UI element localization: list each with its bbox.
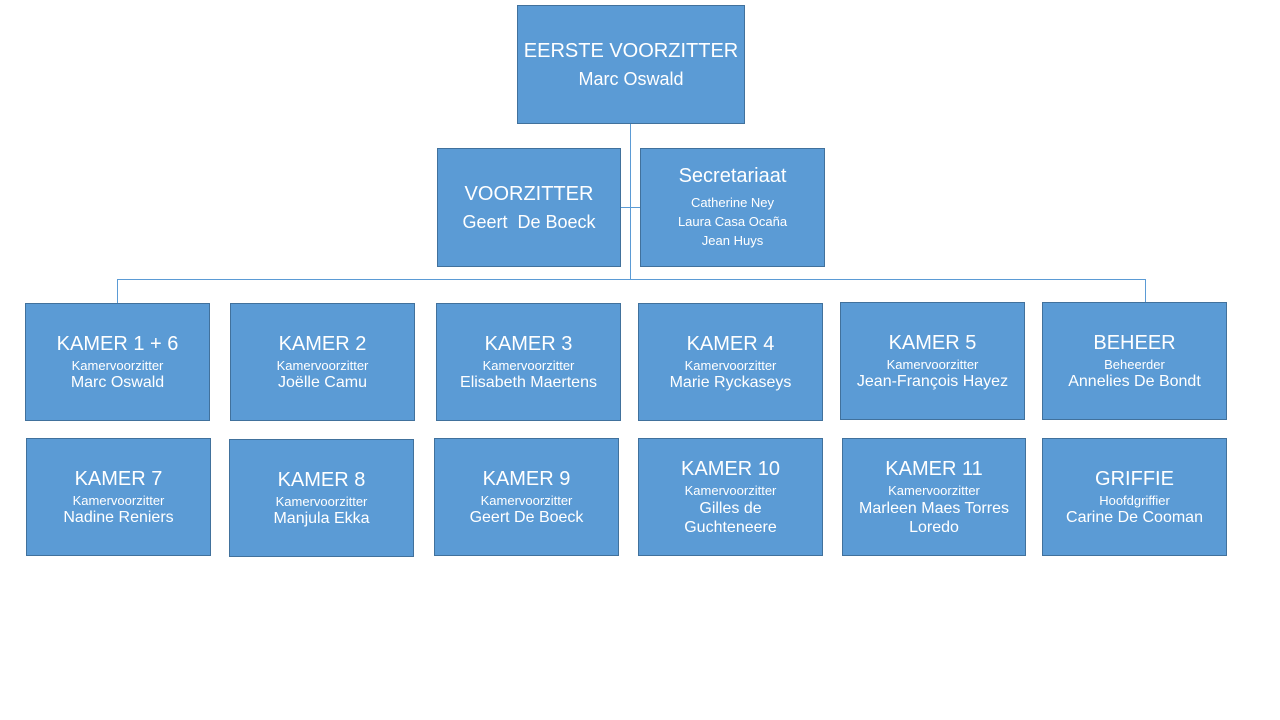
node-name: Manjula Ekka [273, 510, 370, 528]
node-name: Marc Oswald [578, 68, 684, 89]
node-title: KAMER 1 + 6 [56, 332, 179, 355]
node-kamer-1-6: KAMER 1 + 6 Kamervoorzitter Marc Oswald [25, 303, 210, 421]
node-title: BEHEER [1093, 331, 1176, 354]
node-kamer-4: KAMER 4 Kamervoorzitter Marie Ryckaseys [638, 303, 823, 421]
node-title: KAMER 10 [681, 458, 780, 481]
node-kamer-7: KAMER 7 Kamervoorzitter Nadine Reniers [26, 438, 211, 556]
node-name: Marleen Maes Torres Loredo [859, 499, 1009, 536]
node-role: Kamervoorzitter [71, 357, 164, 373]
node-role: Kamervoorzitter [888, 483, 980, 499]
node-title: EERSTE VOORZITTER [523, 39, 739, 62]
node-role: Hoofdgriffier [1099, 492, 1170, 508]
node-kamer-2: KAMER 2 Kamervoorzitter Joëlle Camu [230, 303, 415, 421]
node-name: Joëlle Camu [278, 374, 367, 392]
node-kamer-8: KAMER 8 Kamervoorzitter Manjula Ekka [229, 439, 414, 557]
node-name: Carine De Cooman [1066, 509, 1203, 527]
node-title: KAMER 4 [686, 332, 775, 355]
node-kamer-10: KAMER 10 Kamervoorzitter Gilles de Gucht… [638, 438, 823, 556]
node-role: Kamervoorzitter [72, 492, 165, 508]
node-role: Kamervoorzitter [684, 357, 777, 373]
node-name: Jean-François Hayez [856, 373, 1009, 391]
node-name: Nadine Reniers [63, 509, 174, 527]
node-title: GRIFFIE [1095, 467, 1174, 490]
node-role: Kamervoorzitter [276, 357, 369, 373]
node-name: Geert De Boeck [462, 211, 596, 232]
node-role: Kamervoorzitter [482, 357, 575, 373]
node-title: Secretariaat [678, 165, 787, 188]
node-title: KAMER 7 [74, 467, 163, 490]
node-title: KAMER 11 [885, 458, 983, 481]
node-kamer-5: KAMER 5 Kamervoorzitter Jean-François Ha… [840, 302, 1025, 420]
node-eerste-voorzitter: EERSTE VOORZITTER Marc Oswald [517, 5, 745, 124]
node-voorzitter: VOORZITTER Geert De Boeck [437, 148, 621, 267]
node-beheer: BEHEER Beheerder Annelies De Bondt [1042, 302, 1227, 420]
node-kamer-11: KAMER 11 Kamervoorzitter Marleen Maes To… [842, 438, 1026, 556]
node-secretariaat: Secretariaat Catherine Ney Laura Casa Oc… [640, 148, 825, 267]
node-role: Kamervoorzitter [480, 492, 573, 508]
node-name: Geert De Boeck [469, 509, 584, 527]
node-role: Kamervoorzitter [886, 356, 979, 372]
node-name: Marie Ryckaseys [669, 374, 792, 392]
connector-voorzitter [620, 207, 640, 208]
connector-left-drop [117, 279, 118, 303]
node-name: Gilles de Guchteneere [684, 499, 777, 536]
node-role: Kamervoorzitter [275, 493, 368, 509]
node-kamer-9: KAMER 9 Kamervoorzitter Geert De Boeck [434, 438, 619, 556]
node-role: Beheerder [1104, 356, 1165, 372]
node-title: KAMER 8 [277, 468, 366, 491]
node-member: Laura Casa Ocaña [677, 214, 788, 230]
node-role: Kamervoorzitter [684, 483, 777, 499]
node-title: KAMER 9 [482, 467, 571, 490]
node-title: KAMER 5 [888, 331, 977, 354]
node-name: Marc Oswald [70, 374, 165, 392]
node-title: VOORZITTER [464, 182, 594, 205]
connector-trunk [630, 123, 631, 280]
node-member: Jean Huys [701, 232, 764, 248]
node-name: Annelies De Bondt [1068, 373, 1201, 391]
node-member: Catherine Ney [690, 195, 775, 211]
node-name: Elisabeth Maertens [460, 374, 597, 392]
connector-right-drop [1145, 279, 1146, 302]
node-title: KAMER 2 [278, 332, 367, 355]
connector-horizontal [117, 279, 1146, 280]
node-griffie: GRIFFIE Hoofdgriffier Carine De Cooman [1042, 438, 1227, 556]
node-title: KAMER 3 [484, 332, 573, 355]
node-kamer-3: KAMER 3 Kamervoorzitter Elisabeth Maerte… [436, 303, 621, 421]
